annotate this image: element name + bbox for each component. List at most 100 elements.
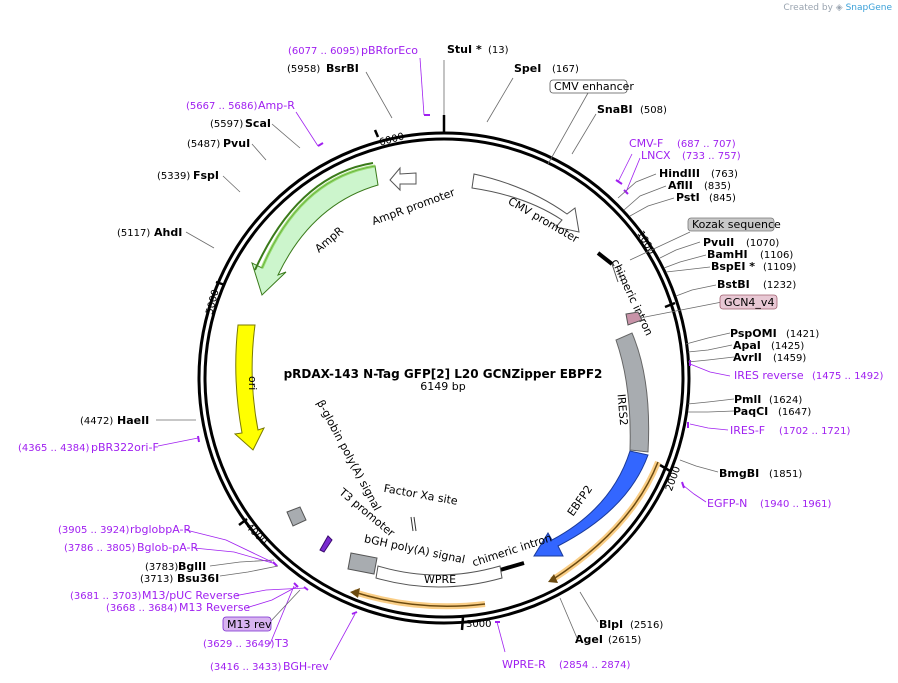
site-pmli-pos: (1624)	[769, 395, 802, 406]
primer-pbrforeco[interactable]: pBRforEco	[361, 44, 418, 57]
site-hindiii[interactable]: HindIII	[659, 167, 700, 180]
primer-bglobpar[interactable]: Bglob-pA-R	[137, 541, 199, 554]
feature-wpre: WPRE	[424, 573, 456, 586]
site-ahdi[interactable]: AhdI	[154, 226, 182, 239]
chimeric-intron-2-bar[interactable]	[499, 561, 525, 572]
site-bmgbi[interactable]: BmgBI	[719, 467, 759, 480]
site-bamhi[interactable]: BamHI	[707, 248, 748, 261]
m13rev-leader	[269, 589, 301, 623]
beta-globin-box[interactable]	[286, 506, 307, 527]
chimeric-intron-1-hatch	[611, 263, 624, 285]
primer-t3-range: (3629 .. 3649)	[203, 639, 275, 650]
factor-xa-mark[interactable]	[410, 516, 417, 532]
cmv-enhancer-leader	[547, 92, 589, 165]
kozak-box[interactable]	[687, 217, 775, 232]
site-apai-pos: (1425)	[771, 341, 804, 352]
site-apai[interactable]: ApaI	[733, 339, 761, 352]
primer-pbr322orif[interactable]: pBR322ori-F	[91, 441, 159, 454]
orange-arc-1[interactable]	[551, 461, 659, 581]
gcn4-arrow[interactable]	[625, 311, 643, 326]
orange-arc-2[interactable]	[353, 591, 486, 607]
primer-iresf[interactable]: IRES-F	[730, 424, 765, 437]
primer-rbglobpar-range: (3905 .. 3924)	[58, 525, 130, 536]
site-psti-pos: (845)	[709, 193, 736, 204]
m13rev-label: M13 rev	[227, 618, 272, 631]
primer-bghrev[interactable]: BGH-rev	[283, 660, 329, 673]
t3-promoter-arrow[interactable]	[319, 535, 333, 553]
site-bsrbi-pos: (5958)	[287, 64, 320, 75]
site-pvui-pos: (5487)	[187, 139, 220, 150]
primer-ampr[interactable]: Amp-R	[258, 99, 295, 112]
site-haeii[interactable]: HaeII	[117, 414, 149, 427]
site-haeii-pos: (4472)	[80, 416, 113, 427]
ires2-arc[interactable]	[615, 332, 650, 453]
site-snabi[interactable]: SnaBI	[597, 103, 633, 116]
site-bamhi-pos: (1106)	[760, 250, 793, 261]
primer-m13-reverse-range: (3668 .. 3684)	[106, 603, 178, 614]
ampr-arrow[interactable]	[251, 165, 379, 296]
site-scai[interactable]: ScaI	[245, 117, 271, 130]
primer-egfpn[interactable]: EGFP-N	[707, 497, 747, 510]
primer-cmvf-range: (687 .. 707)	[677, 139, 736, 150]
site-pvuii-pos: (1070)	[746, 238, 779, 249]
site-fspi[interactable]: FspI	[193, 169, 219, 182]
kozak-label: Kozak sequence	[692, 218, 781, 231]
ori-arrow[interactable]	[233, 324, 265, 451]
cmv-promoter-arrow[interactable]	[471, 173, 580, 233]
backbone-outer	[197, 131, 691, 625]
site-blpi[interactable]: BlpI	[599, 618, 623, 631]
site-hindiii-pos: (763)	[711, 169, 738, 180]
site-pvui[interactable]: PvuI	[223, 137, 250, 150]
site-bmgbi-pos: (1851)	[769, 469, 802, 480]
site-ahdi-pos: (5117)	[117, 228, 150, 239]
primer-ires-reverse[interactable]: IRES reverse	[734, 369, 804, 382]
chimeric-intron-1-bar[interactable]	[596, 251, 614, 266]
credit-prefix: Created by	[783, 3, 833, 13]
site-stui[interactable]: StuI *	[447, 43, 482, 56]
feature-factor-xa: Factor Xa site	[383, 482, 459, 508]
site-stui-pos: (13)	[488, 45, 509, 56]
wpre-box[interactable]	[375, 565, 503, 588]
site-avrii-pos: (1459)	[773, 353, 806, 364]
gcn4-label: GCN4_v4	[724, 296, 774, 309]
primer-m13puc[interactable]: M13/pUC Reverse	[142, 589, 240, 602]
primer-wprer[interactable]: WPRE-R	[502, 658, 546, 671]
m13rev-box[interactable]	[222, 616, 272, 632]
site-pvuii[interactable]: PvuII	[703, 236, 734, 249]
site-bglii[interactable]: BglII	[178, 560, 206, 573]
site-bsu36i[interactable]: Bsu36I	[177, 572, 219, 585]
feature-bgh-polya: bGH poly(A) signal	[363, 532, 466, 566]
site-aflii[interactable]: AflII	[668, 179, 693, 192]
primer-iresf-range: (1702 .. 1721)	[779, 426, 851, 437]
site-avrii[interactable]: AvrII	[733, 351, 762, 364]
site-paqci[interactable]: PaqCI	[733, 405, 768, 418]
backbone-inner	[203, 137, 685, 619]
site-bstbi[interactable]: BstBI	[717, 278, 750, 291]
site-agei[interactable]: AgeI	[575, 633, 603, 646]
gcn4-box[interactable]	[719, 294, 778, 310]
site-bsrbi[interactable]: BsrBI	[326, 62, 359, 75]
primer-pbr322orif-range: (4365 .. 4384)	[18, 443, 90, 454]
primer-lncx[interactable]: LNCX	[641, 149, 671, 162]
primer-m13-reverse[interactable]: M13 Reverse	[179, 601, 250, 614]
primer-rbglobpar[interactable]: rbglobpA-R	[130, 523, 191, 536]
site-spei-pos: (167)	[552, 64, 579, 75]
primer-cmvf[interactable]: CMV-F	[629, 137, 663, 150]
site-spei[interactable]: SpeI	[514, 62, 541, 75]
primer-t3[interactable]: T3	[274, 637, 289, 650]
ebfp2-arrow[interactable]	[533, 450, 649, 557]
cmv-enhancer-box[interactable]	[549, 79, 628, 94]
tick-marks	[215, 115, 676, 631]
feature-ori: ori	[246, 376, 259, 390]
orange-arc-2-head	[350, 588, 360, 598]
tick-label-5000: 5000	[204, 288, 221, 315]
site-pspomi[interactable]: PspOMI	[730, 327, 777, 340]
ampr-promoter-arrow[interactable]	[389, 166, 417, 192]
site-pmli[interactable]: PmlI	[734, 393, 761, 406]
bgh-polya-box[interactable]	[347, 552, 378, 575]
gcn4-leader	[639, 301, 723, 319]
site-bspei[interactable]: BspEI *	[711, 260, 755, 273]
site-psti[interactable]: PstI	[676, 191, 700, 204]
primer-ampr-range: (5667 .. 5686)	[186, 101, 258, 112]
